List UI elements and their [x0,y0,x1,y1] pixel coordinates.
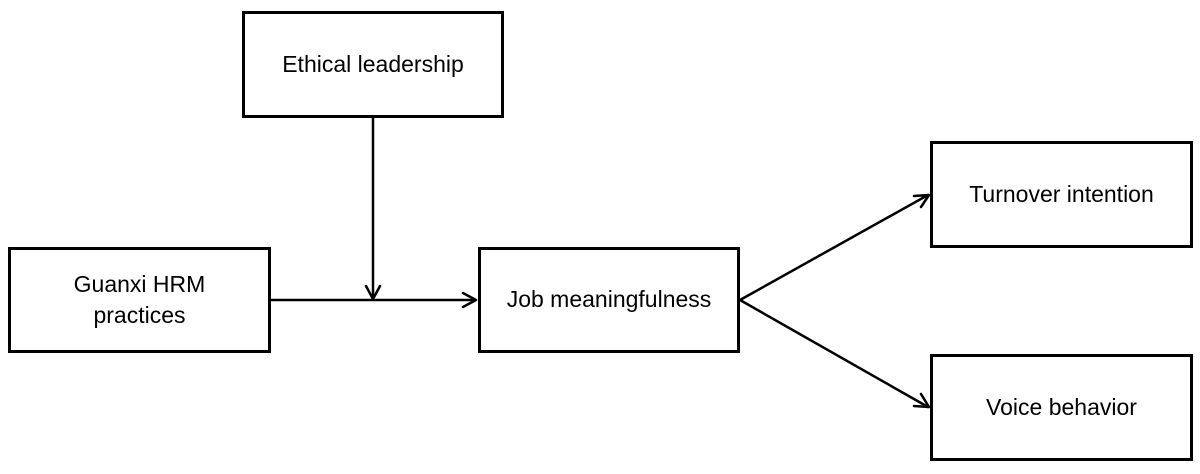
node-label: Ethical leadership [282,50,464,77]
arrow-job-to-turnover [738,193,930,302]
node-label: Job meaningfulness [506,286,712,313]
arrowhead-moderation [364,284,382,301]
arrowhead-job [461,291,478,309]
node-label: Turnover intention [969,180,1154,207]
node-label: Guanxi HRM practices [73,270,206,328]
node-job-meaningfulness: Job meaningfulness [478,247,740,353]
arrowhead-voice [912,392,931,409]
arrowhead-turnover [912,193,931,209]
node-ethical-leadership: Ethical leadership [242,11,504,118]
arrow-job-to-voice [738,298,930,409]
node-turnover-intention: Turnover intention [930,141,1193,248]
node-voice-behavior: Voice behavior [930,354,1193,461]
node-label: Voice behavior [986,393,1137,420]
node-guanxi-hrm-practices: Guanxi HRM practices [8,247,271,353]
